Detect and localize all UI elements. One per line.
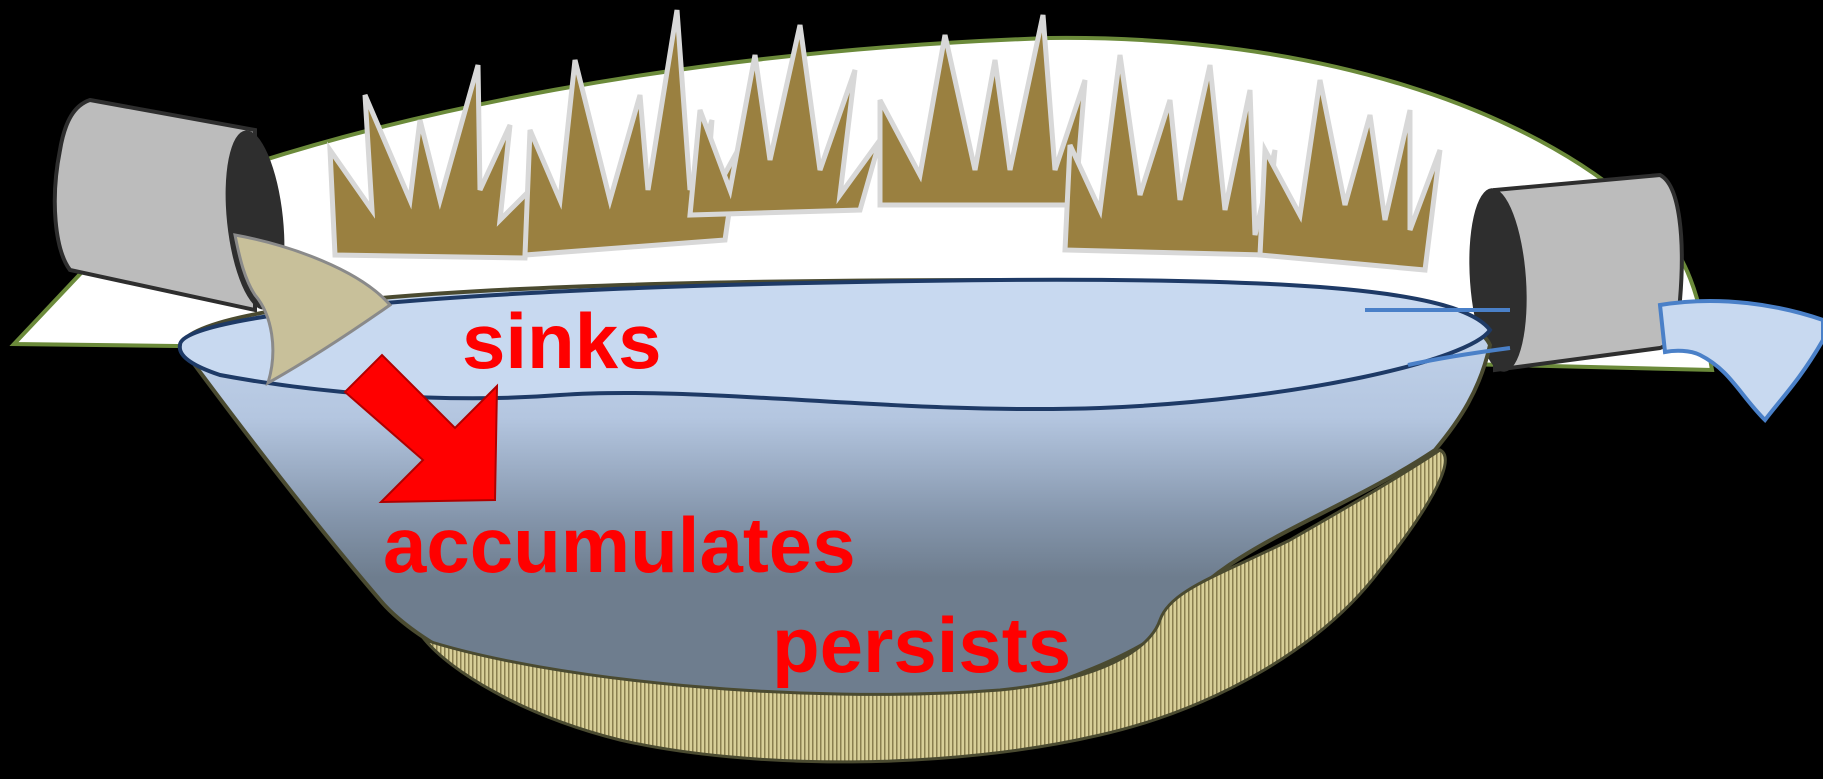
outflow-pipe-icon bbox=[1464, 175, 1682, 374]
label-accumulates: accumulates bbox=[383, 501, 856, 589]
label-persists: persists bbox=[772, 601, 1071, 689]
label-sinks: sinks bbox=[462, 297, 661, 385]
